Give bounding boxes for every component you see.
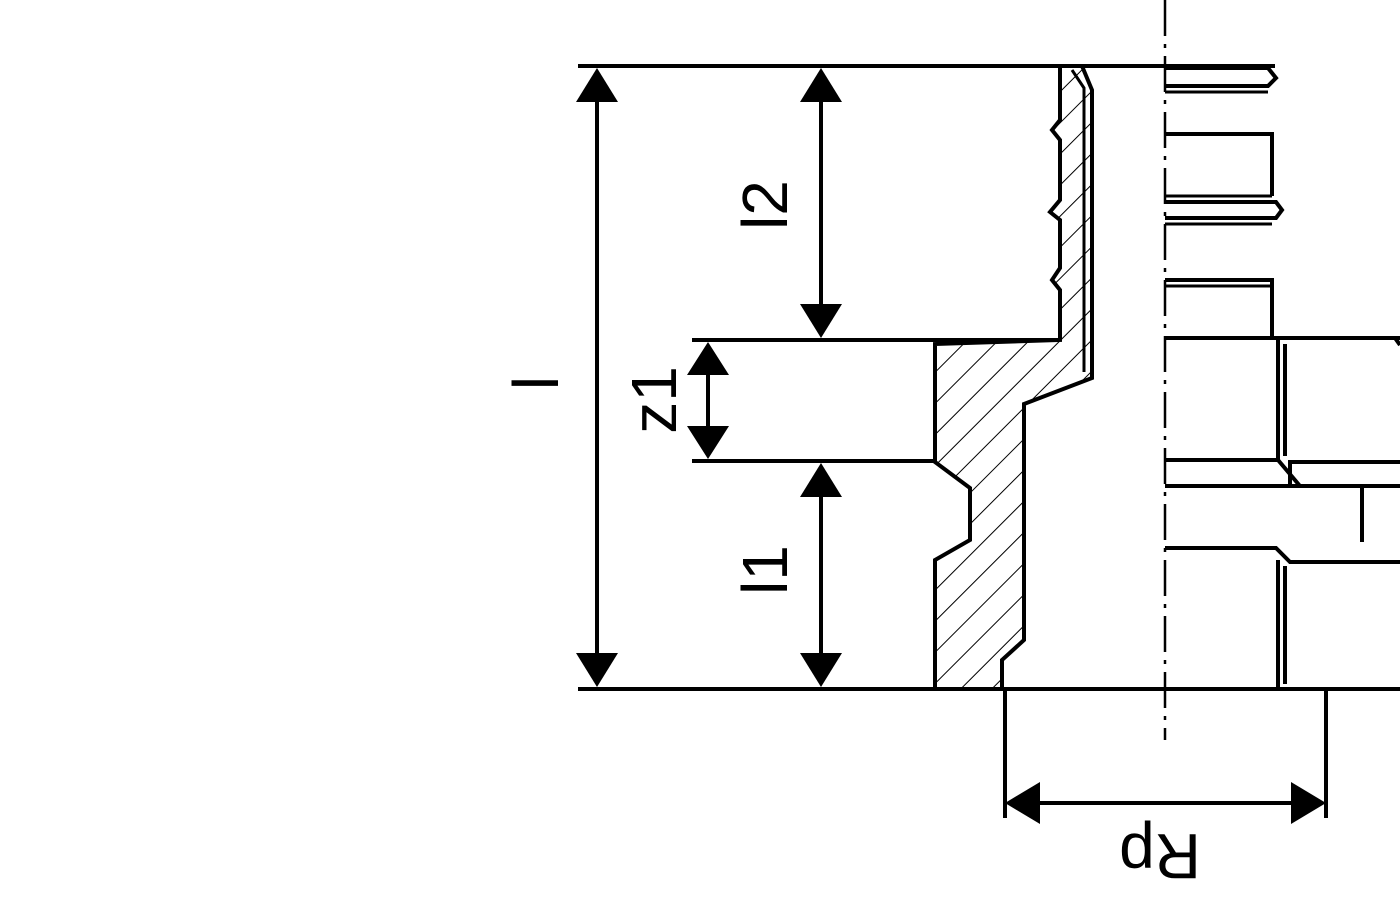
extension-lines [578, 64, 1400, 818]
fitting-outer-view [1165, 66, 1400, 688]
label-l: l [500, 376, 572, 390]
dimension-l2 [800, 68, 842, 338]
label-l1: l1 [729, 545, 801, 595]
dimension-l [576, 68, 618, 687]
label-rp: Rp [1119, 820, 1201, 892]
arrowhead-down [576, 653, 618, 687]
dimension-l1 [800, 463, 842, 687]
dimension-rp [1005, 782, 1326, 824]
label-l2: l2 [729, 180, 801, 230]
dimension-z1 [687, 342, 729, 459]
arrowhead-up [576, 68, 618, 102]
label-z1: z1 [618, 366, 690, 434]
fitting-section-hatched [933, 64, 1094, 691]
